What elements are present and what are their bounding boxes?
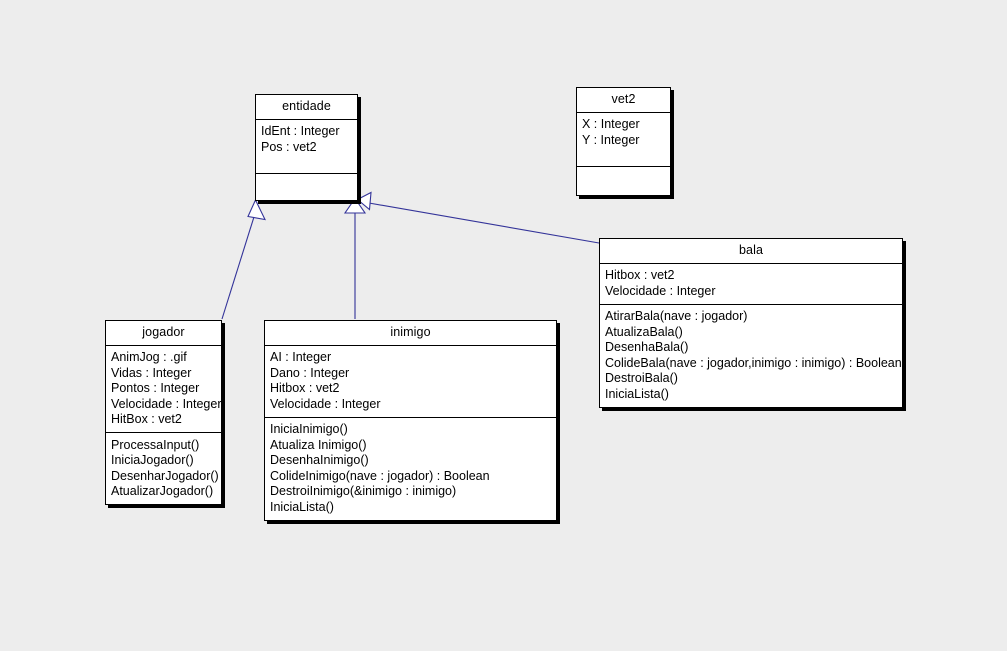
attribute-row: Y : Integer — [582, 132, 640, 147]
uml-class-bala[interactable]: bala Hitbox : vet2 Velocidade : Integer … — [599, 238, 903, 408]
attribute-row: Velocidade : Integer — [605, 283, 716, 298]
attribute-row: X : Integer — [582, 117, 640, 131]
operation-row: DesenhaBala() — [605, 340, 689, 354]
attribute-row: Hitbox : vet2 — [605, 268, 675, 282]
class-attributes: AI : Integer Dano : Integer Hitbox : vet… — [265, 346, 556, 418]
operation-row: IniciaLista() — [270, 499, 334, 514]
attribute-row: Velocidade : Integer — [270, 396, 381, 411]
uml-class-inimigo[interactable]: inimigo AI : Integer Dano : Integer Hitb… — [264, 320, 557, 521]
operation-row: ColideBala(nave : jogador,inimigo : inim… — [605, 355, 902, 370]
attribute-row: Velocidade : Integer — [111, 396, 222, 411]
generalization-bala-entidade[interactable] — [356, 191, 600, 244]
operation-row: AtirarBala(nave : jogador) — [605, 309, 748, 323]
attribute-row: Hitbox : vet2 — [270, 381, 340, 395]
attribute-row: Dano : Integer — [270, 365, 350, 380]
class-operations: AtirarBala(nave : jogador) AtualizaBala(… — [600, 305, 902, 407]
uml-class-jogador[interactable]: jogador AnimJog : .gif Vidas : Integer P… — [105, 320, 222, 505]
class-name: jogador — [106, 321, 221, 346]
attribute-row: IdEnt : Integer — [261, 124, 340, 138]
class-operations — [577, 167, 670, 195]
generalization-jogador-entidade[interactable] — [221, 198, 266, 320]
operation-row: IniciaInimigo() — [270, 422, 348, 436]
operation-row: IniciaJogador() — [111, 453, 194, 467]
operation-row: DesenhaInimigo() — [270, 453, 369, 467]
operation-row: DestroiBala() — [605, 371, 678, 385]
operation-row: DesenharJogador() — [111, 468, 219, 483]
class-attributes: Hitbox : vet2 Velocidade : Integer — [600, 264, 902, 305]
uml-class-vet2[interactable]: vet2 X : Integer Y : Integer — [576, 87, 671, 196]
attribute-row: AI : Integer — [270, 350, 332, 364]
attribute-row: Pos : vet2 — [261, 139, 317, 154]
attribute-row: Vidas : Integer — [111, 365, 192, 380]
operation-row: AtualizarJogador() — [111, 484, 214, 498]
class-attributes: X : Integer Y : Integer — [577, 113, 670, 167]
attribute-row: Pontos : Integer — [111, 381, 200, 395]
class-name: entidade — [256, 95, 357, 120]
generalization-inimigo-entidade[interactable] — [343, 197, 367, 320]
class-name: vet2 — [577, 88, 670, 113]
class-attributes: AnimJog : .gif Vidas : Integer Pontos : … — [106, 346, 222, 433]
class-operations — [256, 174, 357, 200]
class-attributes: IdEnt : Integer Pos : vet2 — [256, 120, 357, 174]
operation-row: IniciaLista() — [605, 386, 669, 401]
class-operations: IniciaInimigo() Atualiza Inimigo() Desen… — [265, 418, 556, 520]
class-operations: ProcessaInput() IniciaJogador() Desenhar… — [106, 433, 221, 504]
operation-row: DestroiInimigo(&inimigo : inimigo) — [270, 484, 457, 498]
attribute-row: HitBox : vet2 — [111, 412, 182, 426]
uml-class-entidade[interactable]: entidade IdEnt : Integer Pos : vet2 — [255, 94, 358, 201]
class-name: inimigo — [265, 321, 556, 346]
operation-row: AtualizaBala() — [605, 324, 683, 339]
operation-row: ColideInimigo(nave : jogador) : Boolean — [270, 468, 490, 483]
attribute-row: AnimJog : .gif — [111, 350, 187, 364]
operation-row: ProcessaInput() — [111, 437, 200, 452]
class-name: bala — [600, 239, 902, 264]
operation-row: Atualiza Inimigo() — [270, 437, 367, 452]
